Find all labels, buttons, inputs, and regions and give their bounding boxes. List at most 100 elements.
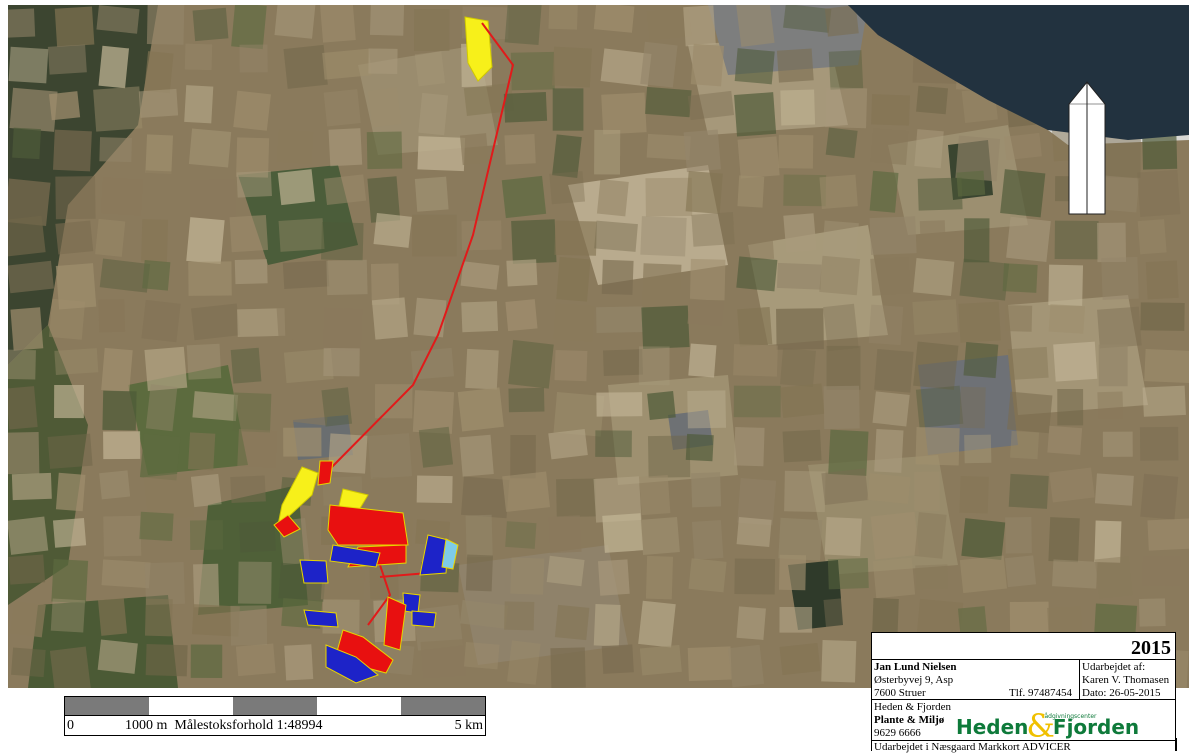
field-polygon[interactable] [419, 534, 449, 576]
field-parcel [594, 220, 638, 252]
field-parcel [779, 642, 821, 676]
field-parcel [640, 516, 680, 556]
field-parcel [736, 606, 766, 640]
field-parcel [687, 390, 727, 429]
logo-tagline: rådgivningscenter [1042, 713, 1097, 720]
field-parcel [1054, 220, 1099, 260]
field-parcel [233, 90, 271, 131]
field-parcel [97, 597, 128, 636]
field-parcel [459, 133, 489, 166]
field-parcel [99, 137, 132, 163]
field-parcel [8, 215, 46, 257]
field-parcel [145, 384, 178, 432]
field-parcel [874, 349, 914, 393]
field-polygon[interactable] [441, 538, 459, 570]
field-parcel [825, 87, 868, 129]
field-polygon[interactable] [325, 644, 379, 684]
field-parcel [693, 605, 738, 633]
divider [1176, 738, 1177, 751]
field-parcel [145, 134, 174, 175]
field-parcel [455, 171, 499, 213]
field-parcel [47, 433, 93, 469]
field-parcel [143, 472, 195, 522]
field-parcel [685, 170, 723, 214]
field-polygon[interactable] [464, 16, 493, 82]
field-parcel [144, 561, 185, 606]
field-parcel [8, 554, 46, 585]
owner-name: Jan Lund Nielsen [874, 661, 957, 673]
field-parcel [229, 214, 269, 253]
field-polygon[interactable] [383, 596, 407, 651]
field-parcel [914, 129, 944, 169]
field-polygon[interactable] [411, 610, 437, 628]
field-parcel [872, 557, 916, 599]
field-parcel [959, 475, 989, 514]
field-parcel [8, 178, 51, 227]
field-parcel [819, 174, 858, 209]
field-parcel [553, 303, 595, 343]
field-parcel [641, 305, 690, 349]
field-parcel [414, 51, 446, 87]
field-parcel [184, 85, 214, 124]
field-parcel [1048, 264, 1084, 306]
field-parcel [737, 477, 777, 526]
field-parcel [97, 639, 138, 674]
footer-note: Udarbejdet i Næsgaard Markkort ADVICER [874, 741, 1071, 753]
logo-word2: Fjorden [1052, 715, 1140, 739]
field-parcel [1047, 425, 1083, 455]
field-parcel [506, 259, 538, 287]
field-parcel [871, 94, 910, 126]
field-parcel [100, 176, 144, 216]
field-polygon[interactable] [329, 544, 381, 568]
field-parcel [55, 263, 97, 310]
field-parcel [728, 644, 765, 688]
field-parcel [230, 475, 266, 504]
field-parcel [278, 218, 325, 252]
field-parcel [323, 347, 360, 377]
field-parcel [1101, 256, 1139, 300]
field-parcel [687, 90, 735, 121]
field-parcel [737, 306, 773, 347]
field-parcel [594, 129, 621, 175]
field-parcel [367, 87, 402, 128]
field-polygon[interactable] [317, 460, 334, 486]
field-parcel [99, 470, 131, 500]
map-date: Dato: 26-05-2015 [1082, 687, 1161, 699]
field-parcel [238, 561, 272, 604]
logo-ampersand: & [1026, 707, 1055, 745]
field-parcel [11, 647, 46, 678]
owner-city: 7600 Struer [874, 687, 926, 699]
field-polygon[interactable] [327, 504, 409, 546]
field-overlays [273, 16, 515, 684]
field-parcel [691, 472, 722, 508]
field-polygon[interactable] [273, 514, 301, 538]
field-parcel [870, 127, 909, 165]
field-parcel [8, 260, 54, 294]
field-parcel [276, 129, 314, 165]
field-parcel [645, 177, 693, 217]
field-parcel [323, 89, 361, 127]
field-parcel [912, 299, 958, 335]
field-parcel [144, 170, 184, 216]
field-parcel [872, 391, 910, 427]
field-parcel [511, 219, 557, 264]
scale-segment [401, 697, 485, 715]
field-parcel [368, 48, 398, 75]
field-polygon[interactable] [299, 559, 329, 584]
field-parcel [367, 176, 401, 223]
field-polygon[interactable] [303, 609, 339, 628]
field-parcel [417, 136, 466, 172]
scale-label-end: 5 km [454, 718, 483, 733]
aerial-map[interactable] [8, 5, 1189, 688]
field-parcel [552, 88, 584, 131]
field-parcel [503, 91, 548, 123]
field-parcel [548, 5, 578, 30]
field-parcel [54, 6, 95, 47]
field-parcel [1096, 175, 1140, 213]
field-parcel [546, 555, 585, 587]
field-parcel [1097, 391, 1124, 420]
field-parcel [238, 521, 276, 553]
field-parcel [8, 8, 36, 38]
field-parcel [414, 176, 449, 212]
field-parcel [502, 471, 551, 512]
